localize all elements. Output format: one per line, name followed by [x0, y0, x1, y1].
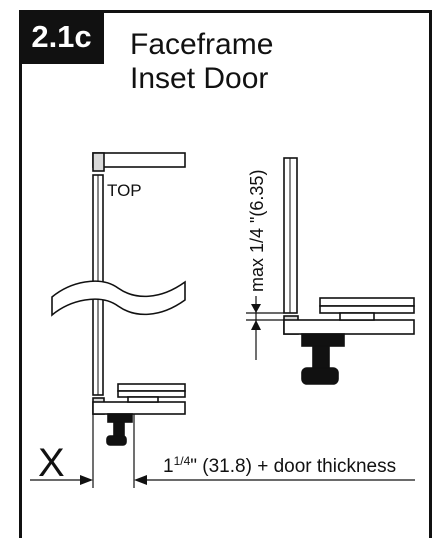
- leveler-plate: [107, 413, 133, 423]
- top-corner-block: [92, 152, 105, 172]
- slide-layer-3: [127, 396, 159, 403]
- label-max-gap: max 1/4 "(6.35): [247, 170, 267, 292]
- right-detail-view: [283, 157, 415, 385]
- detail-leveler-stem: [312, 345, 330, 369]
- leveler-knob: [106, 435, 127, 446]
- dimension-rest: " (31.8) + door thickness: [190, 456, 396, 477]
- left-cabinet-elevation: [51, 152, 186, 446]
- figure-frame: [19, 10, 432, 538]
- x-dimension: [30, 414, 415, 488]
- break-symbol: [51, 280, 186, 317]
- slide-layer-2: [117, 390, 186, 398]
- dimension-fraction: 1/4: [174, 454, 191, 468]
- title-line-2: Inset Door: [130, 62, 269, 95]
- detail-bottom-shelf: [283, 319, 415, 335]
- detail-slide-layer-2: [319, 305, 415, 314]
- bottom-shelf: [92, 401, 186, 415]
- label-dimension: 11/4" (31.8) + door thickness: [163, 454, 396, 477]
- label-x: X: [38, 441, 65, 485]
- title-line-1: Faceframe: [130, 28, 274, 61]
- detail-slide-layer-3: [339, 312, 375, 321]
- slide-layer-1: [117, 383, 186, 392]
- figure-title: Faceframe Inset Door: [130, 28, 273, 96]
- dimension-whole: 1: [163, 456, 174, 477]
- top-rail: [92, 152, 186, 168]
- leveler-stem: [113, 421, 125, 437]
- detail-slide-layer-1: [319, 297, 415, 307]
- detail-leveler-plate: [301, 333, 345, 347]
- figure-badge: 2.1c: [19, 10, 104, 64]
- label-top: TOP: [107, 181, 142, 200]
- detail-leveler-knob: [301, 367, 339, 385]
- max-gap-dimension: [246, 296, 284, 360]
